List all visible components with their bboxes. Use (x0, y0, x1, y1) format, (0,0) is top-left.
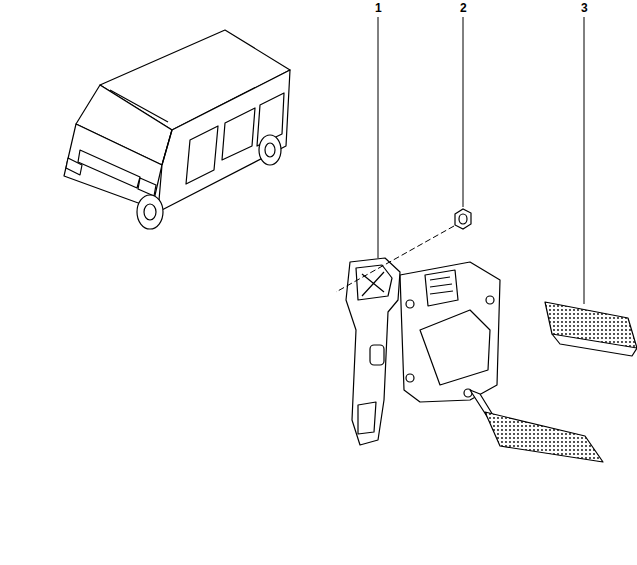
nut (455, 209, 471, 229)
callout-number: 3 (580, 2, 589, 14)
callout-number: 1 (374, 2, 383, 14)
pedal-assembly (346, 258, 637, 462)
van-illustration (64, 30, 290, 229)
callout-number: 2 (459, 2, 468, 14)
leader-lines (336, 17, 584, 304)
